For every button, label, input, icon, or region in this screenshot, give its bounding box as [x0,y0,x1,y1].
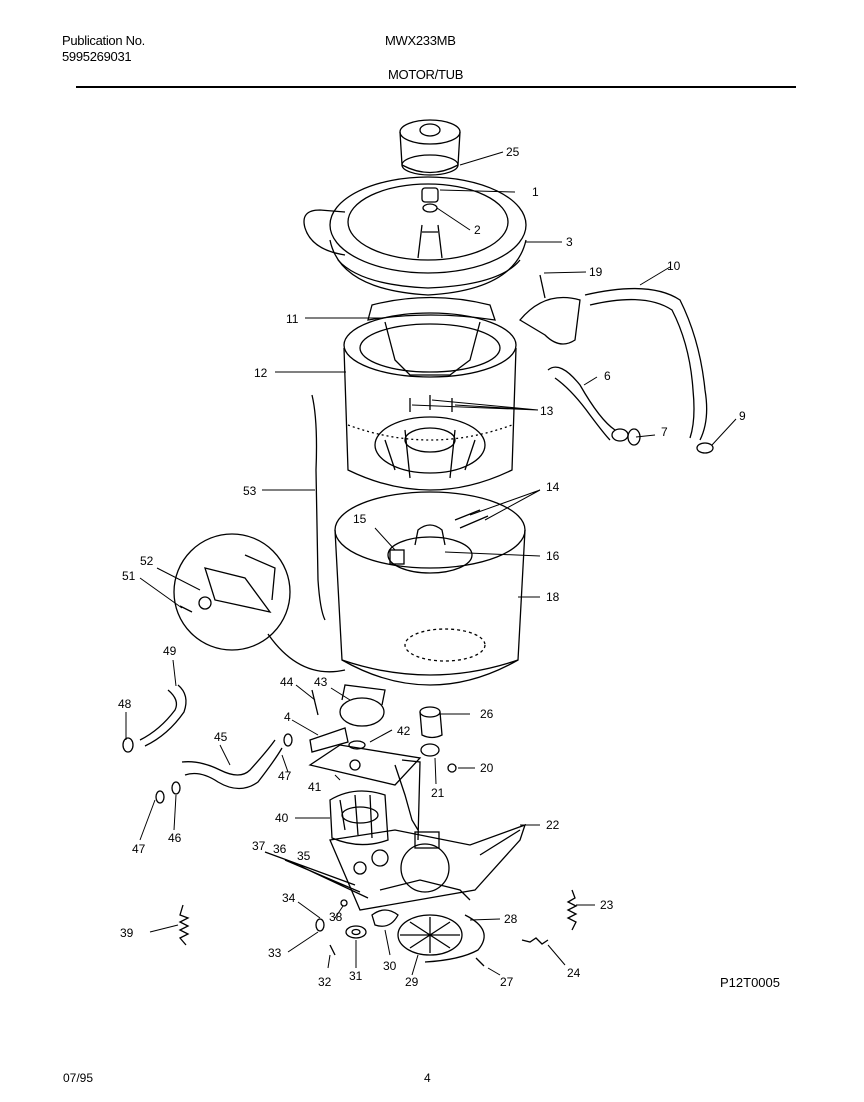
part-pulley-belt [397,914,485,963]
callout-33: 33 [268,946,282,960]
callout-25: 25 [506,145,520,159]
part-basket [343,296,517,491]
callout-37: 37 [252,839,266,853]
page-number: 4 [424,1071,431,1085]
callout-3: 3 [566,235,573,249]
callout-35: 35 [297,849,311,863]
part-bolts [454,509,489,529]
footer-date: 07/95 [63,1071,94,1085]
part-illustrations [122,119,737,976]
callout-15: 15 [353,512,367,526]
part-base-frame [329,823,527,911]
callout-20: 20 [480,761,494,775]
callout-40: 40 [275,811,289,825]
callout-13: 13 [540,404,554,418]
callout-42: 42 [397,724,411,738]
part-tub-ring [303,176,527,296]
part-pump-hose [155,733,293,804]
callout-31: 31 [349,969,363,983]
callout-51: 51 [122,569,136,583]
callout-27: 27 [500,975,514,989]
part-screw-27 [475,957,485,967]
section-title: MOTOR/TUB [388,67,464,82]
model-number: MWX233MB [385,33,456,48]
part-pump [309,684,386,753]
callout-28: 28 [504,912,518,926]
part-detail-circle [173,533,346,673]
callout-11: 11 [286,312,299,326]
part-pump-coupling [419,706,457,773]
callout-21: 21 [431,786,445,800]
callout-32: 32 [318,975,332,989]
part-suspension-rod [311,394,326,621]
callout-29: 29 [405,975,419,989]
callout-7: 7 [661,425,668,439]
callout-38: 38 [329,910,343,924]
callout-36: 36 [273,842,287,856]
callout-48: 48 [118,697,132,711]
callout-26: 26 [480,707,494,721]
callout-6: 6 [604,369,611,383]
callout-30: 30 [383,959,397,973]
part-hoses [519,274,714,454]
header-rule [76,86,796,88]
part-outer-tub [334,491,526,686]
callout-12: 12 [254,366,268,380]
callout-2: 2 [474,223,481,237]
callout-52: 52 [140,554,154,568]
callout-34: 34 [282,891,296,905]
part-brake-rods [264,851,369,899]
callout-43: 43 [314,675,328,689]
callout-10: 10 [667,259,681,273]
part-small-hardware [315,899,399,956]
part-springs [178,889,578,946]
callout-45: 45 [214,730,228,744]
callout-53: 53 [243,484,257,498]
callout-41: 41 [308,780,322,794]
callout-49: 49 [163,644,177,658]
callout-4: 4 [284,710,291,724]
callout-14: 14 [546,480,560,494]
callout-22: 22 [546,818,560,832]
part-drain-hose [122,684,187,753]
part-tub-seal [387,524,473,574]
callout-47: 47 [278,769,292,783]
callout-39: 39 [120,926,134,940]
callout-24: 24 [567,966,581,980]
leader-lines [125,151,737,976]
callout-47b: 47 [132,842,146,856]
callout-46: 46 [168,831,182,845]
part-agitator-shaft [417,187,443,259]
callout-18: 18 [546,590,560,604]
callout-1: 1 [532,185,539,199]
part-motor-bracket [308,744,422,841]
part-agitator-cap [399,119,461,176]
part-screws [409,395,453,412]
publication-number: 5995269031 [62,49,132,64]
callout-9: 9 [739,409,746,423]
callout-16: 16 [546,549,560,563]
part-motor [329,790,389,846]
callout-19: 19 [589,265,603,279]
drawing-code: P12T0005 [720,975,780,990]
publication-label: Publication No. [62,33,145,48]
callout-44: 44 [280,675,294,689]
callout-23: 23 [600,898,614,912]
